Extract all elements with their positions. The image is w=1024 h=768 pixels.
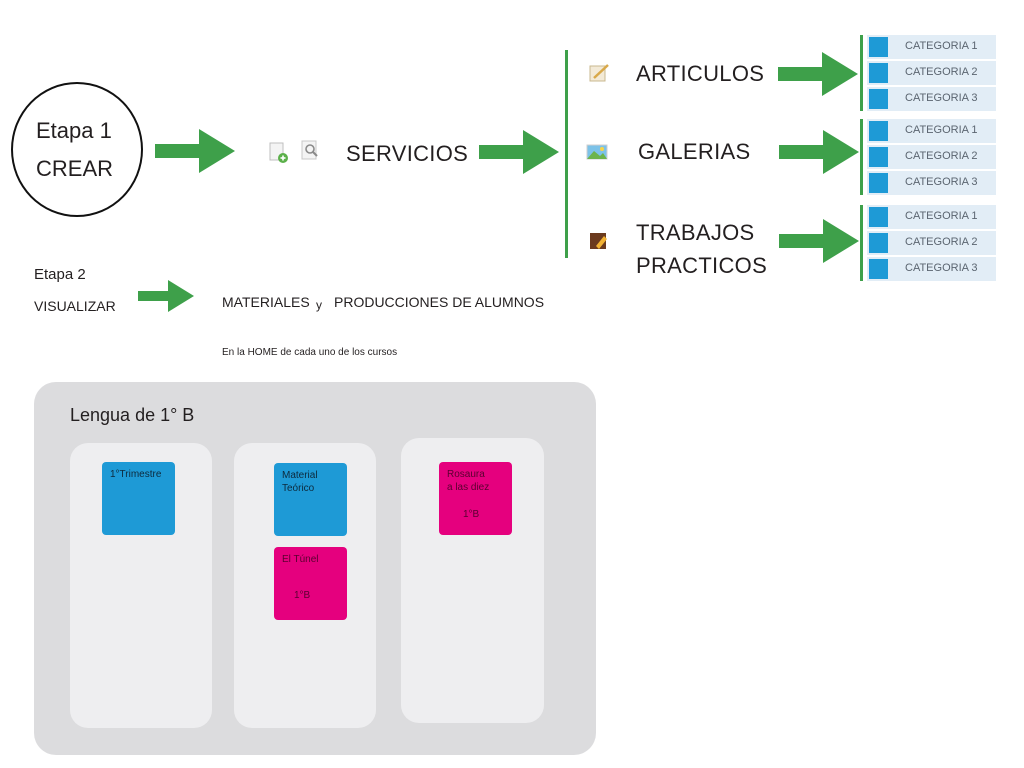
arrow-right-icon — [779, 219, 859, 263]
content-tile[interactable]: El Túnel 1°B — [274, 547, 347, 620]
category-item[interactable]: CATEGORIA 1 — [867, 205, 996, 229]
service-label-articulos: ARTICULOS — [636, 61, 765, 86]
category-item[interactable]: CATEGORIA 3 — [867, 257, 996, 281]
category-item[interactable]: CATEGORIA 3 — [867, 171, 996, 195]
producciones-label: PRODUCCIONES DE ALUMNOS — [334, 294, 545, 310]
materiales-label: MATERIALES — [222, 294, 310, 310]
arrow-right-icon — [779, 130, 859, 174]
stage1-action: CREAR — [36, 156, 114, 181]
service-label-practicos: PRACTICOS — [636, 253, 768, 278]
work-folder-icon — [588, 230, 610, 257]
category-group-articulos: CATEGORIA 1 CATEGORIA 2 CATEGORIA 3 — [860, 35, 1000, 111]
stage2-title: Etapa 2 — [34, 266, 86, 283]
category-item[interactable]: CATEGORIA 2 — [867, 145, 996, 169]
content-tile[interactable]: Rosaura a las diez 1°B — [439, 462, 512, 535]
arrow-right-icon — [778, 52, 858, 96]
arrow-right-icon — [138, 280, 194, 312]
category-group-galerias: CATEGORIA 1 CATEGORIA 2 CATEGORIA 3 — [860, 119, 1000, 195]
stage2-action: VISUALIZAR — [34, 298, 116, 314]
add-page-icon — [268, 142, 290, 169]
category-item[interactable]: CATEGORIA 2 — [867, 61, 996, 85]
stage1-title: Etapa 1 — [36, 118, 112, 143]
conjunction-label: y — [316, 298, 322, 312]
arrow-right-icon — [479, 130, 559, 174]
stage1-circle — [11, 82, 143, 217]
category-item[interactable]: CATEGORIA 2 — [867, 231, 996, 255]
servicios-label: SERVICIOS — [346, 141, 469, 166]
category-item[interactable]: CATEGORIA 1 — [867, 119, 996, 143]
arrow-right-icon — [155, 129, 235, 173]
gallery-image-icon — [586, 142, 610, 167]
article-edit-icon — [588, 62, 612, 89]
course-title: Lengua de 1° B — [70, 405, 195, 425]
content-tile[interactable]: Material Teórico — [274, 463, 347, 536]
service-label-galerias: GALERIAS — [638, 139, 751, 164]
content-tile[interactable]: 1°Trimestre — [102, 462, 175, 535]
category-group-trabajos: CATEGORIA 1 CATEGORIA 2 CATEGORIA 3 — [860, 205, 1000, 281]
category-item[interactable]: CATEGORIA 3 — [867, 87, 996, 111]
branch-bar — [565, 50, 568, 258]
stage2-note: En la HOME de cada uno de los cursos — [222, 347, 398, 358]
category-item[interactable]: CATEGORIA 1 — [867, 35, 996, 59]
search-page-icon — [300, 140, 322, 167]
service-label-trabajos: TRABAJOS — [636, 220, 755, 245]
